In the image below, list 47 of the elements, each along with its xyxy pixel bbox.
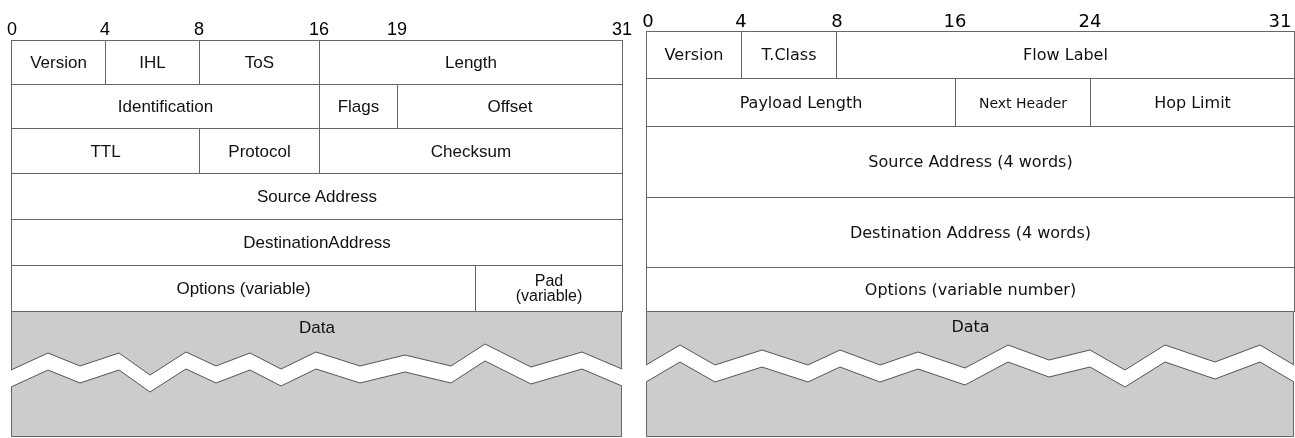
- bit-number: 19: [387, 20, 407, 38]
- header-field: [646, 126, 1295, 198]
- bit-number: 0: [7, 20, 17, 38]
- field-name: Data: [299, 319, 335, 336]
- field-name: TTL: [90, 142, 121, 160]
- header-field: [319, 40, 623, 85]
- data-block: [646, 311, 1295, 438]
- bit-number: 4: [735, 12, 747, 30]
- field-name: Source Address (4 words): [868, 154, 1073, 170]
- field-name: Payload Length: [739, 94, 863, 111]
- bit-number: 31: [1268, 12, 1292, 30]
- field-name: IHL: [139, 54, 166, 71]
- header-field: [11, 219, 623, 266]
- bit-number: 0: [642, 12, 654, 30]
- bit-number: 31: [612, 20, 632, 38]
- field-name: Protocol: [228, 142, 291, 160]
- field-name: Checksum: [430, 142, 512, 160]
- bit-number: 16: [943, 12, 967, 30]
- field-name: Length: [445, 54, 497, 71]
- bit-number: 8: [194, 20, 204, 38]
- bit-number: 16: [309, 20, 329, 38]
- field-name: Next Header: [978, 95, 1067, 110]
- field-name: Options (variable): [176, 280, 311, 297]
- field-name: Offset: [487, 98, 533, 115]
- header-field: [11, 40, 106, 85]
- bit-number: 4: [100, 20, 110, 38]
- field-name: Version: [30, 54, 87, 71]
- field-name: Data: [951, 319, 990, 335]
- field-name: Identification: [117, 98, 214, 115]
- field-name: Source Address: [257, 188, 377, 205]
- data-block: [11, 311, 623, 438]
- bit-number: 8: [831, 12, 843, 30]
- header-field: [646, 197, 1295, 268]
- field-name: Version: [664, 47, 724, 63]
- field-name: DestinationAddress: [243, 234, 391, 251]
- header-field: [836, 31, 1295, 79]
- field-name: Flags: [337, 98, 380, 115]
- field-name: T.Class: [761, 47, 817, 63]
- header-field: [11, 173, 623, 220]
- bit-number: 24: [1078, 12, 1102, 30]
- field-name: Hop Limit: [1154, 94, 1231, 111]
- field-name: Pad (variable): [514, 274, 584, 303]
- field-name: Options (variable number): [864, 281, 1077, 298]
- field-name: Destination Address (4 words): [849, 224, 1092, 241]
- header-field: [646, 31, 742, 79]
- field-name: Flow Label: [1023, 47, 1108, 63]
- field-name: ToS: [244, 54, 275, 71]
